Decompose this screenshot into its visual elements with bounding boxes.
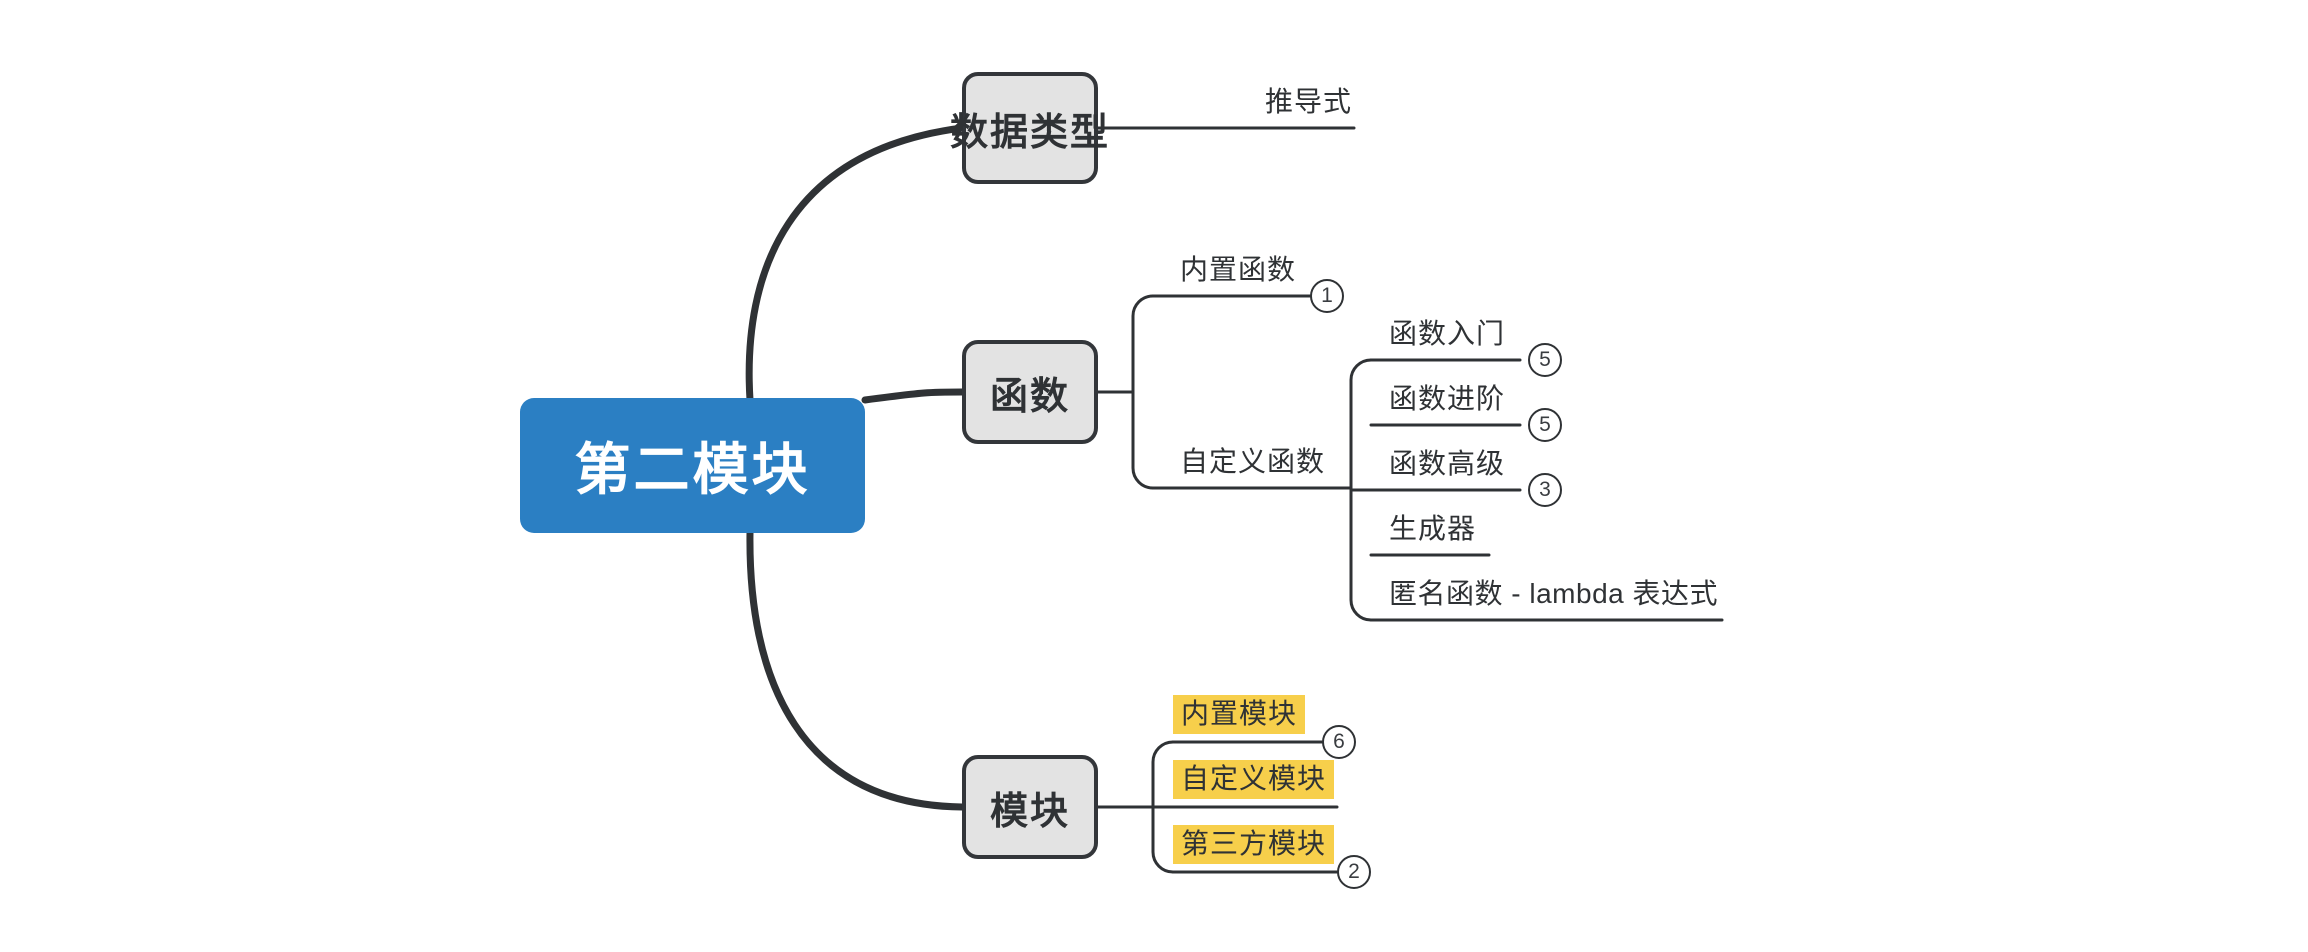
badge-function-expert[interactable]: 3 [1528,473,1562,507]
edge-custom-trunk [1349,358,1373,622]
topic-node-functions-label: 函数 [989,375,1070,418]
edge-modules-trunk [1151,740,1175,874]
badge-builtin-functions[interactable]: 1 [1310,279,1344,313]
topic-node-functions[interactable]: 函数 [962,340,1098,444]
leaf-builtin-functions[interactable]: 内置函数 [1180,254,1297,285]
badge-function-intro[interactable]: 5 [1528,343,1562,377]
root-node-label: 第二模块 [574,438,811,501]
leaf-generator[interactable]: 生成器 [1389,513,1477,544]
leaf-function-expert[interactable]: 函数高级 [1389,448,1506,479]
leaf-custom-functions[interactable]: 自定义函数 [1180,446,1326,477]
edge-root-to-modules [746,528,966,811]
badge-builtin-modules[interactable]: 6 [1322,725,1356,759]
leaf-custom-modules[interactable]: 自定义模块 [1173,760,1335,799]
leaf-thirdparty-modules[interactable]: 第三方模块 [1173,825,1335,864]
leaf-derivation[interactable]: 推导式 [1265,86,1353,117]
topic-node-data-types[interactable]: 数据类型 [950,72,1108,184]
topic-node-data-types-label: 数据类型 [950,111,1111,154]
topic-node-modules[interactable]: 模块 [962,755,1098,859]
edge-functions-trunk [1131,294,1155,490]
topic-node-modules-label: 模块 [989,790,1070,833]
edge-root-to-functions [861,388,966,404]
badge-thirdparty-modules[interactable]: 2 [1337,855,1371,889]
leaf-function-intro[interactable]: 函数入门 [1389,318,1506,349]
edge-root-to-datatypes [745,124,966,404]
leaf-lambda-expression[interactable]: 匿名函数 - lambda 表达式 [1389,578,1718,609]
leaf-builtin-modules[interactable]: 内置模块 [1173,695,1306,734]
leaf-function-advanced[interactable]: 函数进阶 [1389,383,1506,414]
badge-function-advanced[interactable]: 5 [1528,408,1562,442]
root-node[interactable]: 第二模块 [520,398,865,533]
